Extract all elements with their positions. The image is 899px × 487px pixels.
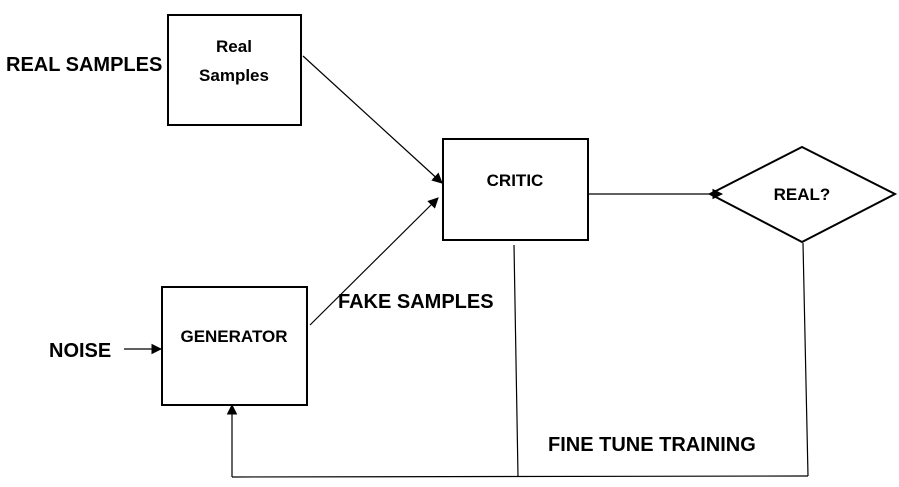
real-to-critic-arrow: [302, 55, 443, 184]
fake-samples-label: FAKE SAMPLES: [338, 291, 494, 313]
critic-box: CRITIC: [442, 138, 589, 241]
real-samples-box: Real Samples: [167, 14, 302, 126]
real-samples-label: REAL SAMPLES: [6, 54, 162, 76]
decision-feedback-line: [802, 242, 809, 477]
real-decision-label: REAL?: [774, 185, 831, 204]
real-samples-box-line2: Samples: [199, 66, 269, 85]
fine-tune-training-label: FINE TUNE TRAINING: [548, 434, 756, 456]
noise-label: NOISE: [49, 340, 111, 362]
real-samples-box-line1: Real: [216, 37, 252, 56]
real-decision-diamond: REAL?: [707, 145, 898, 244]
generator-to-critic-arrow: [309, 197, 439, 326]
generator-box: GENERATOR: [161, 286, 308, 406]
feedback-bottom-line: [231, 475, 809, 478]
critic-label: CRITIC: [487, 171, 544, 190]
critic-feedback-line: [513, 244, 519, 477]
generator-label: GENERATOR: [180, 327, 287, 346]
